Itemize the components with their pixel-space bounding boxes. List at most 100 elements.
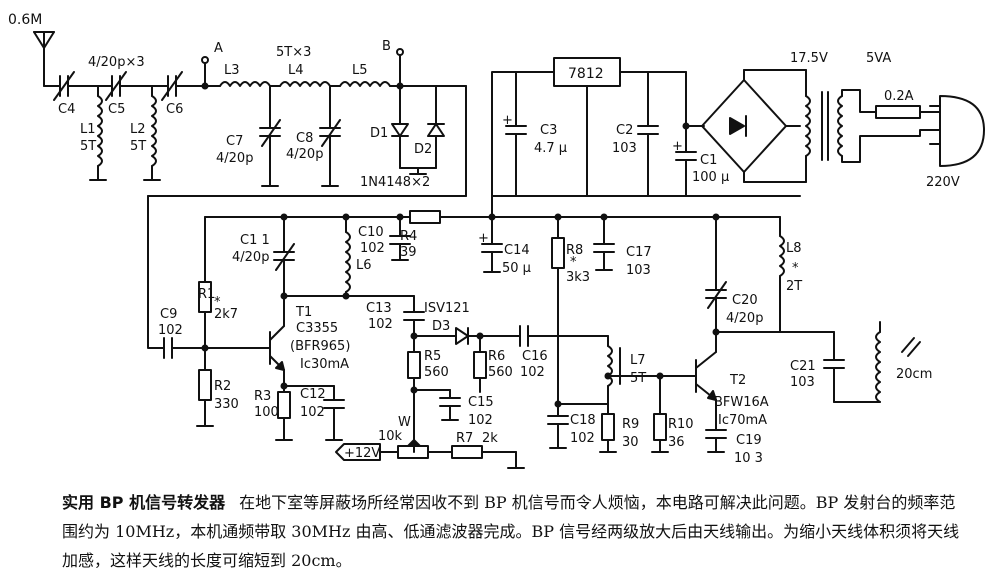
c11-label: C1 1 (240, 233, 270, 248)
c12-label: C12 (300, 387, 326, 402)
l1-value: 5T (80, 139, 96, 154)
transistor-t1 (269, 295, 288, 390)
l6-label: L6 (356, 258, 372, 273)
r10-value: 36 (668, 435, 685, 450)
l8-label: L8 (786, 241, 802, 256)
c4-label: C4 (58, 102, 75, 117)
l2-value: 5T (130, 139, 146, 154)
transformer-rating: 5VA (866, 51, 891, 66)
t1-current: Ic30mA (300, 357, 349, 372)
c1-value: 100 μ (692, 170, 729, 185)
l4-label: L4 (288, 63, 304, 78)
antenna-input: 0.6M (8, 12, 55, 87)
point-a-label: A (214, 41, 223, 56)
l7-value: 5T (630, 371, 646, 386)
l7-label: L7 (630, 353, 646, 368)
t2-label: T2 (729, 373, 746, 388)
r10-label: R10 (668, 417, 694, 432)
c15-value: 102 (468, 413, 493, 428)
c8-value: 4/20p (286, 147, 323, 162)
resistor-r2 (198, 369, 212, 401)
c12-value: 102 (300, 405, 325, 420)
figure-caption: 实用 BP 机信号转发器在地下室等屏蔽场所经常因收不到 BP 机信号而令人烦恼，… (62, 488, 962, 575)
l1-label: L1 (80, 122, 96, 137)
capacitor-triple-label: 4/20p×3 (88, 55, 145, 70)
transformer-secondary-voltage: 17.5V (790, 51, 828, 66)
varactor-type: ISV121 (424, 301, 470, 316)
r5-value: 560 (424, 365, 449, 380)
svg-text:*: * (570, 255, 577, 270)
r8-value: 3k3 (566, 270, 590, 285)
inductor-chain (219, 81, 467, 87)
resistor-r6 (473, 351, 487, 379)
r9-value: 30 (622, 435, 639, 450)
t1-alternate: (BFR965) (290, 339, 350, 354)
r1-value: 2k7 (214, 307, 238, 322)
t2-type: BFW16A (714, 395, 769, 410)
r7-value: 2k (482, 431, 498, 446)
c17-label: C17 (626, 245, 652, 260)
c7-value: 4/20p (216, 151, 253, 166)
t2-current: Ic70mA (718, 413, 767, 428)
power-supply: 7812 + + (491, 51, 985, 197)
fuse-rating: 0.2A (884, 89, 914, 104)
r2-label: R2 (214, 379, 231, 394)
w-label: W (398, 415, 411, 430)
c14-plus: + (478, 231, 489, 246)
resistor-r5 (407, 351, 421, 379)
capacitor-c8 (319, 85, 341, 187)
c5-label: C5 (108, 102, 125, 117)
r1-label: R1 (198, 287, 215, 302)
l5-label: L5 (352, 63, 368, 78)
r7-label: R7 (456, 431, 473, 446)
t1-type: C3355 (296, 321, 338, 336)
l2-label: L2 (130, 122, 146, 137)
c1-label: C1 (700, 153, 717, 168)
r9-label: R9 (622, 417, 639, 432)
t1-label: T1 (295, 305, 312, 320)
supply-label: +12V (344, 446, 380, 461)
w-value: 10k (378, 429, 403, 444)
r4-value: 39 (400, 245, 417, 260)
c13-value: 102 (368, 317, 393, 332)
c8-label: C8 (296, 131, 313, 146)
c16-value: 102 (520, 365, 545, 380)
caption-body: 在地下室等屏蔽场所经常因收不到 BP 机信号而令人烦恼，本电路可解决此问题。BP… (62, 493, 960, 570)
c14-label: C14 (504, 243, 530, 258)
resistor-r3 (277, 391, 291, 419)
antenna-frequency-label: 0.6M (8, 12, 42, 28)
diode-d2 (427, 85, 445, 169)
c15-label: C15 (468, 395, 494, 410)
schematic-diagram: 0.6M C4 L1 5T C5 4/20p×3 L2 5T C6 A (8, 12, 985, 469)
c6-label: C6 (166, 102, 183, 117)
c20-label: C20 (732, 293, 758, 308)
c19-value: 10 3 (734, 451, 763, 466)
c18-label: C18 (570, 413, 596, 428)
c2-label: C2 (616, 123, 633, 138)
point-b-label: B (382, 39, 391, 54)
capacitor-c7 (259, 85, 281, 187)
c21-label: C21 (790, 359, 816, 374)
c9-value: 102 (158, 323, 183, 338)
c21-value: 103 (790, 375, 815, 390)
c3-label: C3 (540, 123, 557, 138)
r6-value: 560 (488, 365, 513, 380)
c3-plus: + (502, 113, 513, 128)
resistor-r8 (551, 237, 565, 269)
d2-label: D2 (414, 142, 432, 157)
svg-text:*: * (214, 295, 221, 310)
output-antenna-length: 20cm (896, 367, 932, 382)
d3-label: D3 (432, 319, 450, 334)
c2-value: 103 (612, 141, 637, 156)
c1-plus: + (672, 139, 683, 154)
c17-value: 103 (626, 263, 651, 278)
r3-label: R3 (254, 389, 271, 404)
c11-value: 4/20p (232, 250, 269, 265)
resistor-r10 (653, 413, 667, 441)
inductor-l1 (89, 85, 107, 181)
transistor-t2 (695, 331, 717, 417)
c20-value: 4/20p (726, 311, 763, 326)
diode-d1 (391, 85, 409, 169)
resistor-r4 (409, 210, 441, 224)
resistor-r9 (601, 413, 615, 441)
